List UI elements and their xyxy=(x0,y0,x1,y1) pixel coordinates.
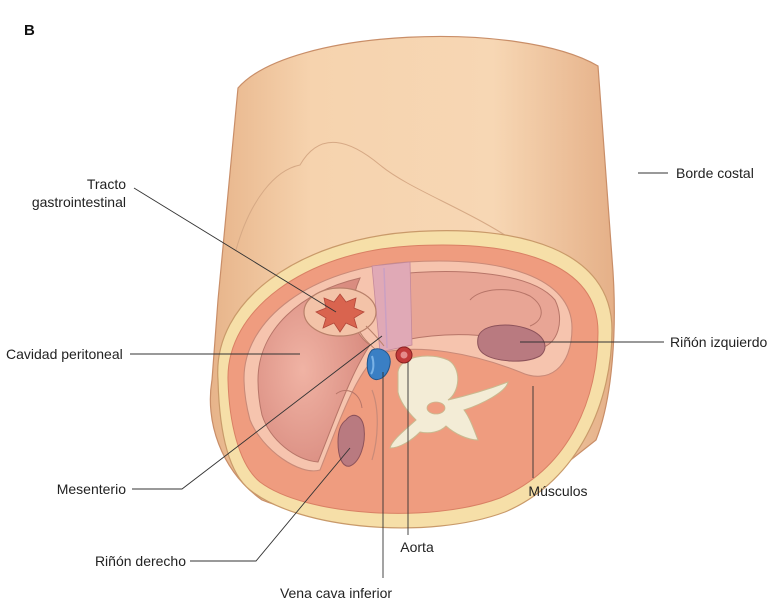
label-cavidad-peritoneal: Cavidad peritoneal xyxy=(6,346,123,362)
vertebra xyxy=(389,355,509,449)
label-aorta: Aorta xyxy=(400,539,434,555)
label-tracto-line2: gastrointestinal xyxy=(32,194,126,210)
label-mesenterio: Mesenterio xyxy=(57,481,126,497)
left-kidney xyxy=(477,324,546,362)
surface-contour xyxy=(235,141,521,251)
label-tracto-line1: Tracto xyxy=(87,176,126,192)
posterior-root xyxy=(371,261,413,353)
right-kidney xyxy=(337,414,365,467)
label-rinon-derecho: Riñón derecho xyxy=(95,553,186,569)
left-kidney-fold xyxy=(469,289,542,327)
panel-label: B xyxy=(24,22,35,39)
label-musculos: Músculos xyxy=(528,483,587,499)
label-rinon-izquierdo: Riñón izquierdo xyxy=(670,334,767,350)
leader-tracto xyxy=(133,187,337,313)
leader-mesenterio xyxy=(132,335,383,490)
aorta-lumen xyxy=(400,351,408,359)
vena-cava-highlight xyxy=(370,355,375,375)
retroperitoneal-strand xyxy=(371,389,378,461)
label-borde-costal: Borde costal xyxy=(676,165,754,181)
label-vena-cava-inferior: Vena cava inferior xyxy=(280,585,392,601)
right-kidney-fold xyxy=(335,390,363,409)
leader-lines xyxy=(130,172,668,578)
gut-lumen xyxy=(315,293,365,333)
leader-rinon-derecho xyxy=(190,447,351,562)
spinal-canal xyxy=(426,401,446,415)
root-vessel-line xyxy=(383,267,388,349)
